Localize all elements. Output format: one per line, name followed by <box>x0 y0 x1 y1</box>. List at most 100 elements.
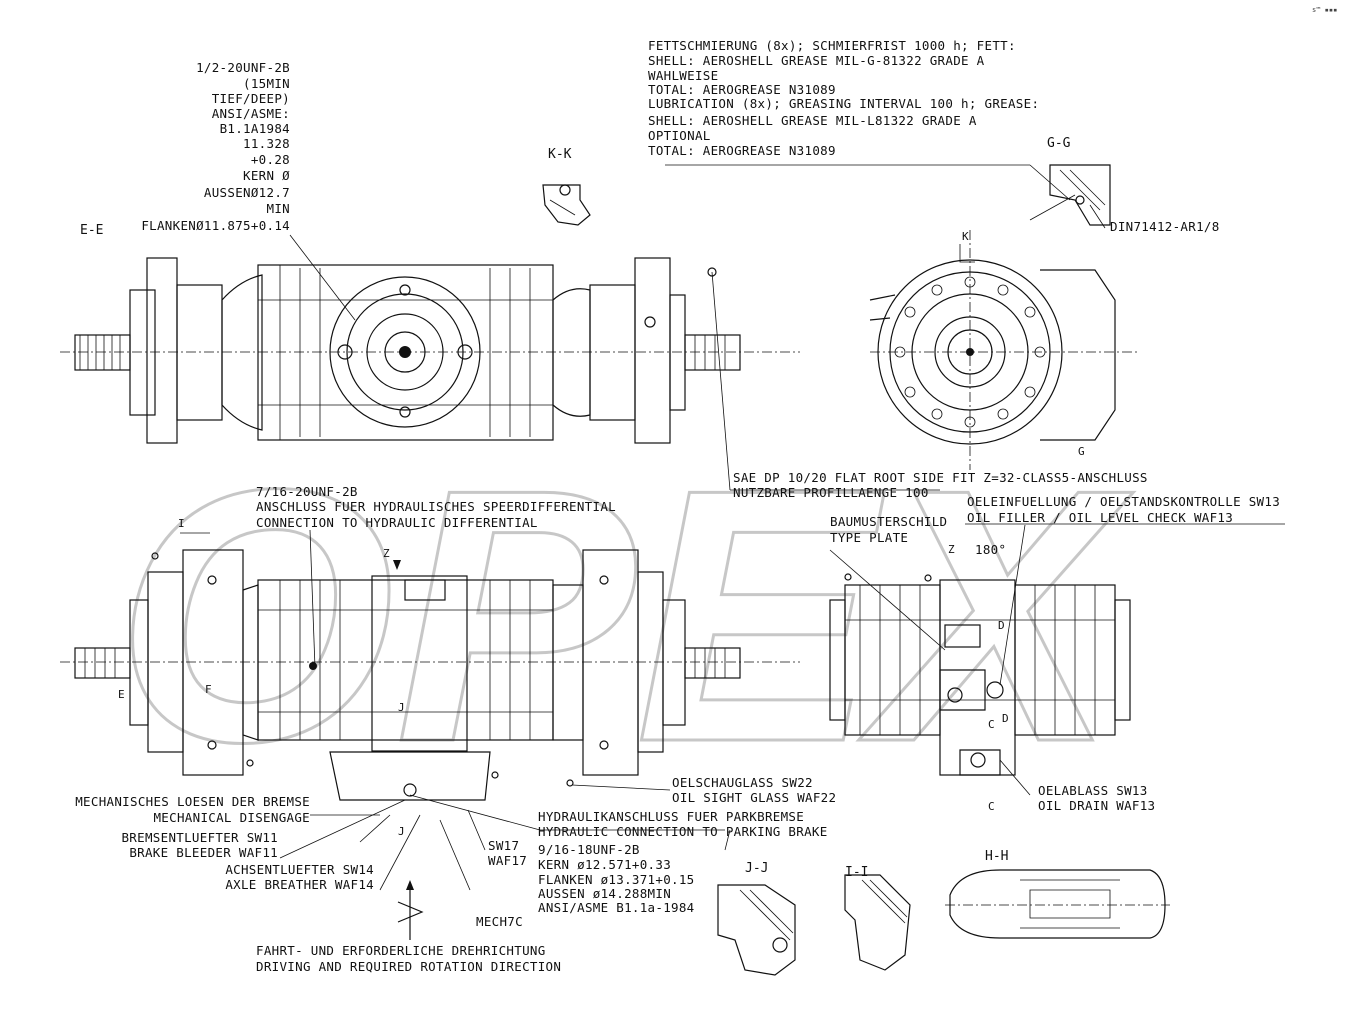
svg-text:Z: Z <box>948 543 955 556</box>
svg-text:NUTZBARE PROFILLAENGE 100: NUTZBARE PROFILLAENGE 100 <box>733 485 929 500</box>
svg-text:BAUMUSTERSCHILD: BAUMUSTERSCHILD <box>830 514 947 529</box>
svg-text:ANSI/ASME:: ANSI/ASME: <box>212 106 290 121</box>
svg-text:KERN ø12.571+0.33: KERN ø12.571+0.33 <box>538 857 671 872</box>
svg-text:ANSCHLUSS FUER HYDRAULISCHES S: ANSCHLUSS FUER HYDRAULISCHES SPEERDIFFER… <box>256 499 616 514</box>
svg-text:WAHLWEISE: WAHLWEISE <box>648 68 718 83</box>
svg-text:E: E <box>118 688 125 701</box>
svg-text:HYDRAULIC CONNECTION TO PARKIN: HYDRAULIC CONNECTION TO PARKING BRAKE <box>538 824 828 839</box>
svg-text:FLANKEN ø13.371+0.15: FLANKEN ø13.371+0.15 <box>538 872 695 887</box>
brake-release-note: MECHANISCHES LOESEN DER BREMSE MECHANICA… <box>75 794 310 825</box>
spline-note: SAE DP 10/20 FLAT ROOT SIDE FIT Z=32-CLA… <box>733 470 1148 500</box>
svg-text:OELEINFUELLUNG / OELSTANDSKONT: OELEINFUELLUNG / OELSTANDSKONTROLLE SW13 <box>967 494 1280 509</box>
svg-text:KERN Ø: KERN Ø <box>243 168 290 183</box>
svg-text:SHELL: AEROSHELL GREASE MIL-L: SHELL: AEROSHELL GREASE MIL-L81322 GRADE… <box>648 113 977 128</box>
svg-text:TIEF/DEEP): TIEF/DEEP) <box>212 91 290 106</box>
svg-text:OELSCHAUGLASS SW22: OELSCHAUGLASS SW22 <box>672 775 813 790</box>
svg-text:9/16-18UNF-2B: 9/16-18UNF-2B <box>538 842 640 857</box>
svg-text:I: I <box>178 517 185 530</box>
svg-text:ANSI/ASME B1.1a-1984: ANSI/ASME B1.1a-1984 <box>538 900 695 915</box>
axle-breather-note: ACHSENTLUEFTER SW14 AXLE BREATHER WAF14 <box>225 862 374 892</box>
corner-mark: s™ ▪▪▪ <box>1312 6 1337 14</box>
svg-text:BRAKE BLEEDER WAF11: BRAKE BLEEDER WAF11 <box>129 845 278 860</box>
front-view-top <box>60 257 800 444</box>
svg-text:ACHSENTLUEFTER SW14: ACHSENTLUEFTER SW14 <box>225 862 374 877</box>
side-view-top <box>869 230 1140 470</box>
svg-text:SW17: SW17 <box>488 838 519 853</box>
svg-text:AXLE BREATHER WAF14: AXLE BREATHER WAF14 <box>225 877 374 892</box>
watermark-text: OPEX <box>115 415 1134 817</box>
hydraulic-diff-note: 7/16-20UNF-2B ANSCHLUSS FUER HYDRAULISCH… <box>256 484 616 530</box>
svg-text:+0.28: +0.28 <box>251 152 290 167</box>
type-plate-note: BAUMUSTERSCHILD TYPE PLATE <box>830 514 947 545</box>
svg-text:TOTAL: AEROGREASE N31089: TOTAL: AEROGREASE N31089 <box>648 143 836 158</box>
svg-text:MECHANISCHES LOESEN DER BREMSE: MECHANISCHES LOESEN DER BREMSE <box>75 794 310 809</box>
svg-text:SHELL: AEROSHELL GREASE MIL-G: SHELL: AEROSHELL GREASE MIL-G-81322 GRAD… <box>648 53 985 68</box>
svg-text:J: J <box>398 825 405 838</box>
svg-text:AUSSEN ø14.288MIN: AUSSEN ø14.288MIN <box>538 886 671 901</box>
svg-text:7/16-20UNF-2B: 7/16-20UNF-2B <box>256 484 358 499</box>
brake-bleeder-note: BREMSENTLUEFTER SW11 BRAKE BLEEDER WAF11 <box>121 830 278 860</box>
svg-text:D: D <box>1002 712 1009 725</box>
oil-sight-note: OELSCHAUGLASS SW22 OIL SIGHT GLASS WAF22 <box>672 775 836 805</box>
leader-lines <box>279 164 1285 891</box>
detail-ii <box>844 874 911 971</box>
svg-text:K: K <box>962 230 969 243</box>
section-label-jj: J-J <box>745 861 768 876</box>
svg-text:MECHANICAL DISENGAGE: MECHANICAL DISENGAGE <box>153 810 310 825</box>
thread-note-2: 9/16-18UNF-2B KERN ø12.571+0.33 FLANKEN … <box>538 842 695 915</box>
svg-text:Z: Z <box>383 547 390 560</box>
sw17-note: SW17 WAF17 <box>488 838 527 868</box>
park-brake-note: HYDRAULIKANSCHLUSS FUER PARKBREMSE HYDRA… <box>538 809 828 839</box>
svg-text:TYPE PLATE: TYPE PLATE <box>830 530 908 545</box>
rotation-note: FAHRT- UND ERFORDERLICHE DREHRICHTUNG DR… <box>256 943 561 974</box>
thread-note: 1/2-20UNF-2B (15MIN TIEF/DEEP) ANSI/ASME… <box>141 60 290 233</box>
svg-text:FLANKENØ11.875+0.14: FLANKENØ11.875+0.14 <box>141 218 290 233</box>
svg-text:FAHRT- UND ERFORDERLICHE DREHR: FAHRT- UND ERFORDERLICHE DREHRICHTUNG <box>256 943 546 958</box>
svg-text:MIN: MIN <box>267 201 290 216</box>
svg-text:J: J <box>398 701 405 714</box>
svg-text:HYDRAULIKANSCHLUSS FUER PARKBR: HYDRAULIKANSCHLUSS FUER PARKBREMSE <box>538 809 804 824</box>
svg-text:11.328: 11.328 <box>243 136 290 151</box>
svg-text:C: C <box>988 800 995 813</box>
svg-text:OIL SIGHT GLASS WAF22: OIL SIGHT GLASS WAF22 <box>672 790 836 805</box>
svg-text:BREMSENTLUEFTER SW11: BREMSENTLUEFTER SW11 <box>121 830 278 845</box>
rotation-angle: 180° <box>975 542 1006 557</box>
svg-text:C: C <box>988 718 995 731</box>
svg-text:1/2-20UNF-2B: 1/2-20UNF-2B <box>196 60 290 75</box>
section-label-ee: E-E <box>80 223 103 238</box>
svg-text:OIL DRAIN WAF13: OIL DRAIN WAF13 <box>1038 798 1155 813</box>
section-label-kk: K-K <box>548 147 572 162</box>
svg-text:SAE DP 10/20 FLAT ROOT SIDE FI: SAE DP 10/20 FLAT ROOT SIDE FIT Z=32-CLA… <box>733 470 1148 485</box>
svg-text:DRIVING AND REQUIRED ROTATION: DRIVING AND REQUIRED ROTATION DIRECTION <box>256 959 561 974</box>
svg-text:G: G <box>1078 445 1085 458</box>
svg-text:TOTAL: AEROGREASE N31089: TOTAL: AEROGREASE N31089 <box>648 82 836 97</box>
svg-text:F: F <box>205 683 212 696</box>
front-view-bottom <box>60 549 800 801</box>
detail-hh <box>945 869 1170 939</box>
svg-text:OIL FILLER / OIL LEVEL CHECK W: OIL FILLER / OIL LEVEL CHECK WAF13 <box>967 510 1233 525</box>
section-label-gg: G-G <box>1047 136 1071 151</box>
detail-jj <box>717 884 796 976</box>
svg-text:OPTIONAL: OPTIONAL <box>648 128 711 143</box>
detail-kk <box>542 184 591 226</box>
oil-drain-note: OELABLASS SW13 OIL DRAIN WAF13 <box>1038 783 1155 813</box>
section-label-ii: I-I <box>845 865 868 880</box>
svg-text:WAF17: WAF17 <box>488 853 527 868</box>
svg-text:B1.1A1984: B1.1A1984 <box>220 121 290 136</box>
svg-text:AUSSENØ12.7: AUSSENØ12.7 <box>204 185 290 200</box>
mech7c-label: MECH7C <box>476 914 523 929</box>
lubrication-note: FETTSCHMIERUNG (8x); SCHMIERFRIST 1000 h… <box>648 38 1039 158</box>
detail-gg <box>1029 164 1111 226</box>
din-label: DIN71412-AR1/8 <box>1110 219 1220 234</box>
svg-text:(15MIN: (15MIN <box>243 76 290 91</box>
rotation-arrow-icon <box>397 880 424 940</box>
section-label-hh: H-H <box>985 849 1008 864</box>
svg-text:LUBRICATION (8x); GREASING INT: LUBRICATION (8x); GREASING INTERVAL 100 … <box>648 96 1039 111</box>
svg-text:D: D <box>998 619 1005 632</box>
oil-filler-note: OELEINFUELLUNG / OELSTANDSKONTROLLE SW13… <box>967 494 1280 525</box>
top-view-bottom-right <box>829 573 1131 776</box>
svg-text:OELABLASS SW13: OELABLASS SW13 <box>1038 783 1148 798</box>
svg-text:CONNECTION TO HYDRAULIC DIFFER: CONNECTION TO HYDRAULIC DIFFERENTIAL <box>256 515 538 530</box>
